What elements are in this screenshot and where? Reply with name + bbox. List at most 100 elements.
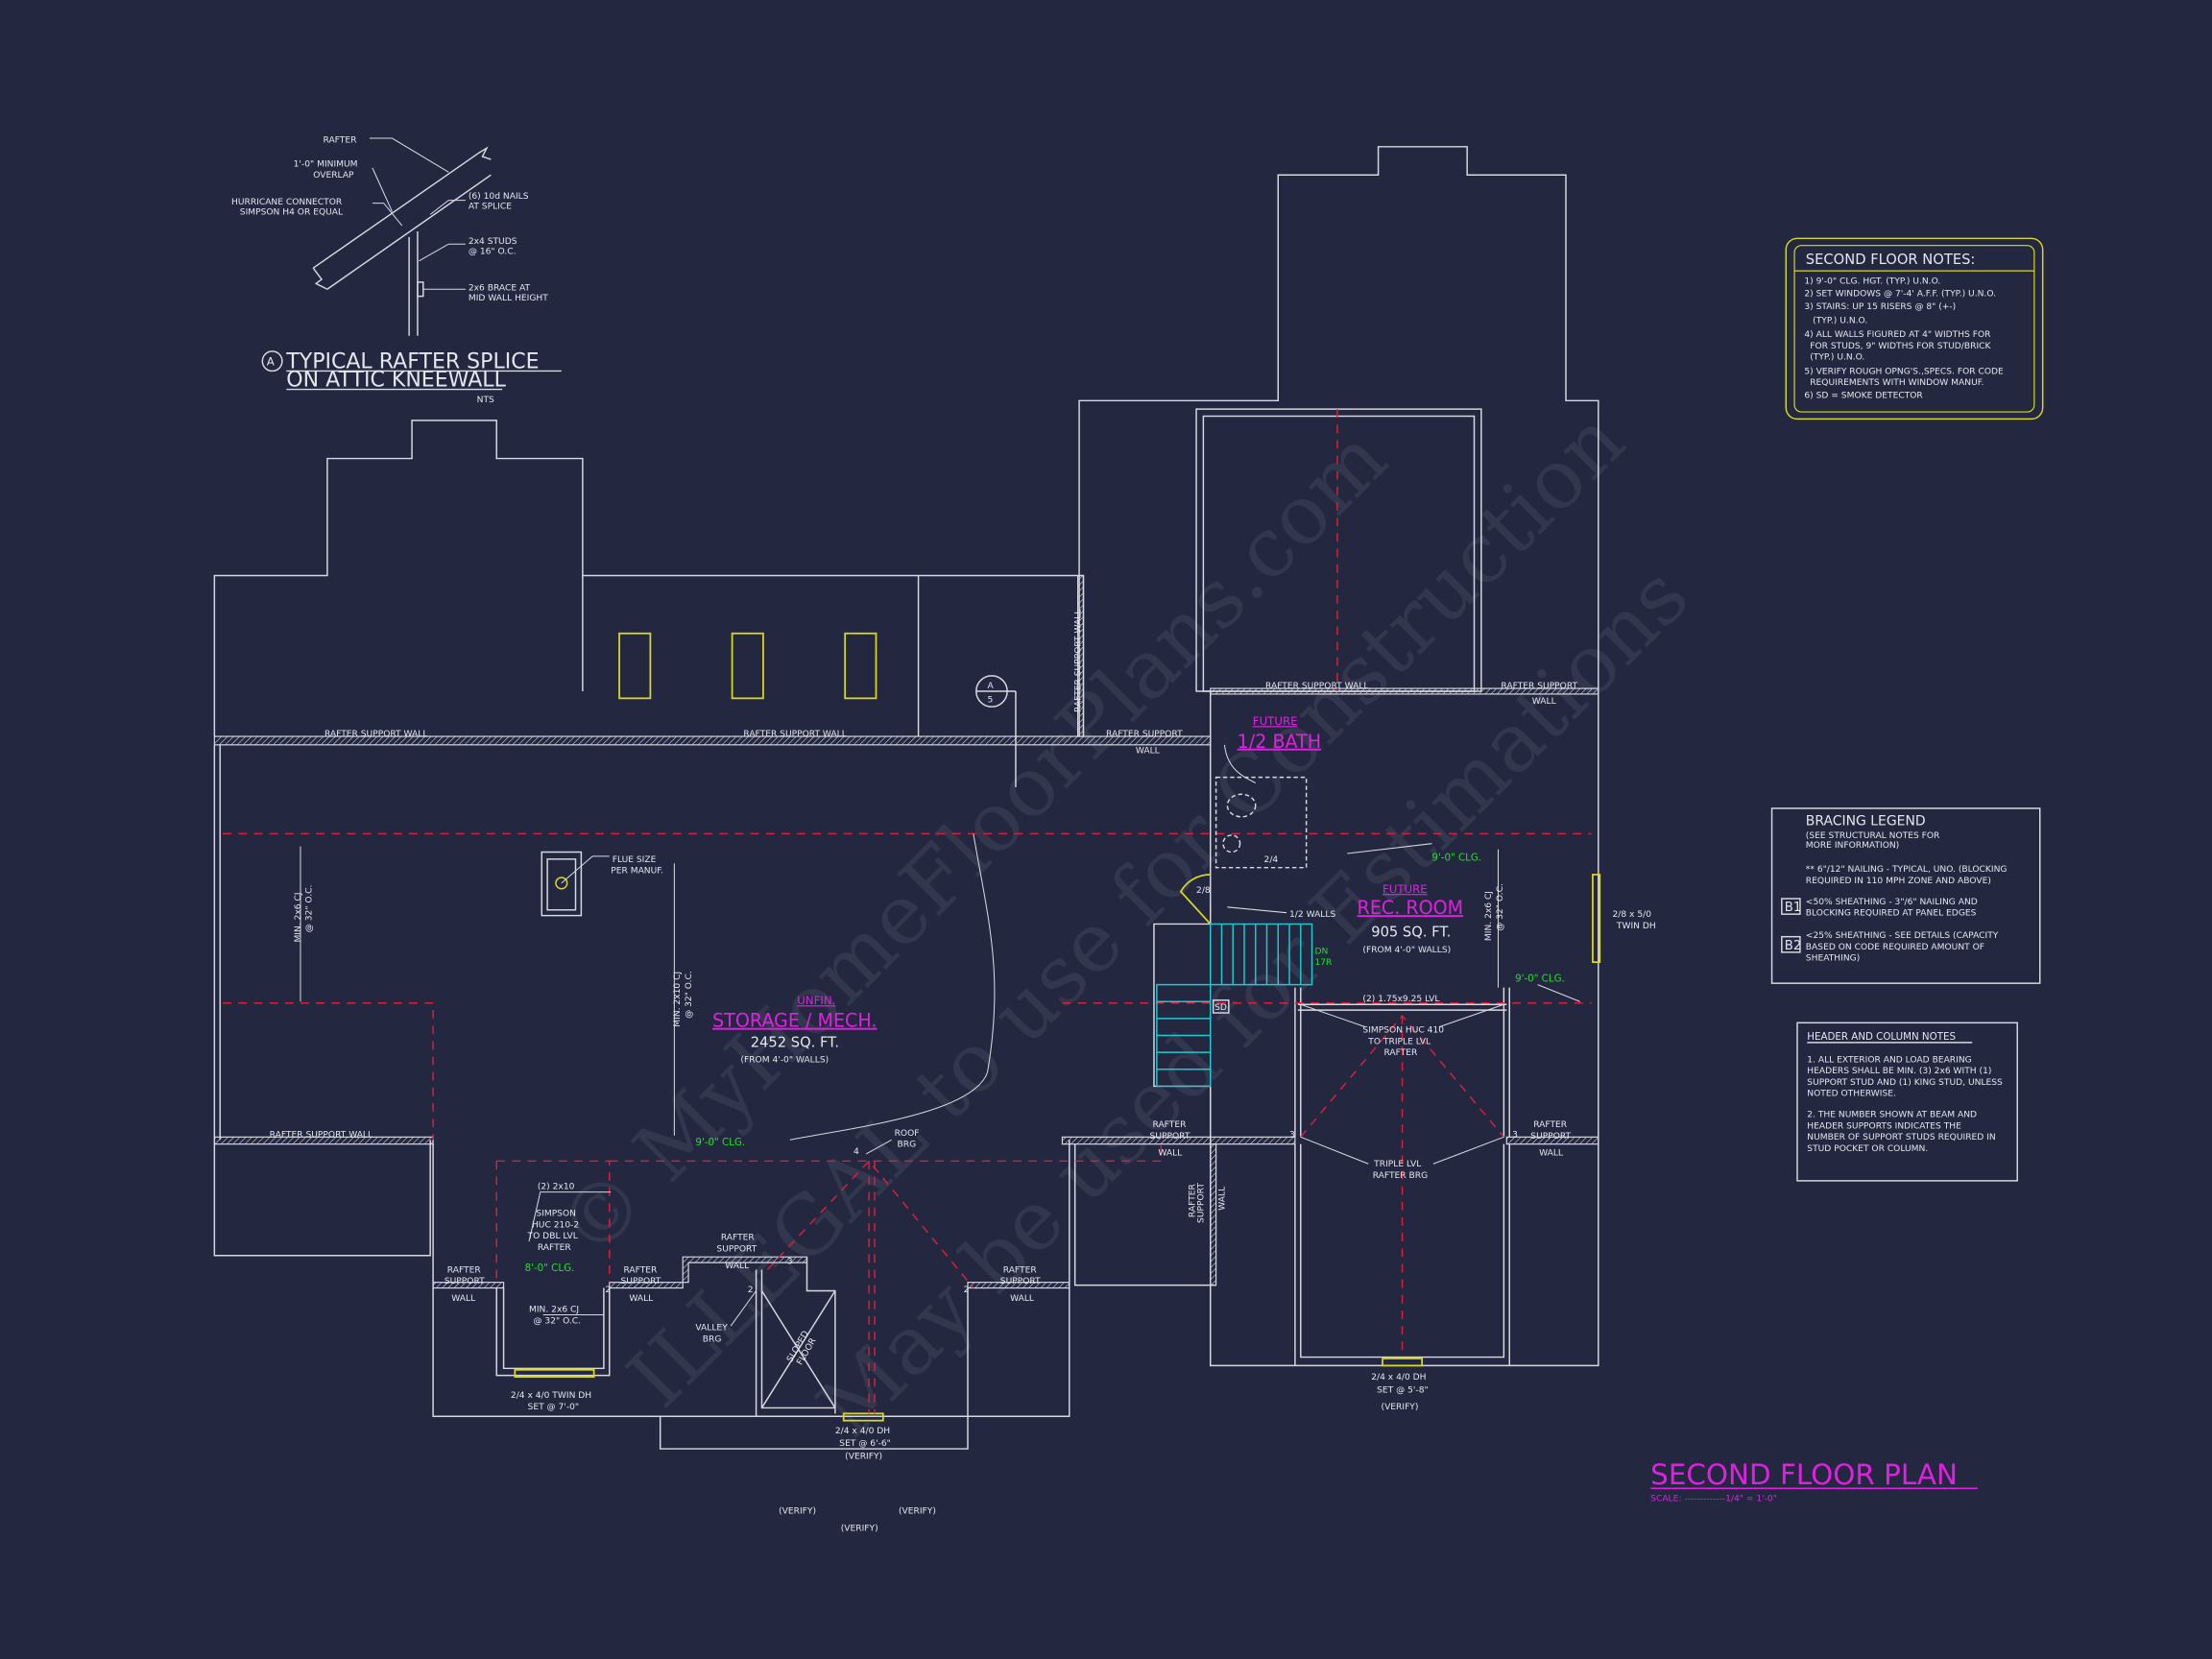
- plan-labels: RAFTER SUPPORT WALL RAFTER SUPPORT WALL …: [270, 609, 1979, 1533]
- label-rsw-6: RAFTER SUPPORT WALL: [270, 1130, 373, 1140]
- bracing-legend: BRACING LEGEND (SEE STRUCTURAL NOTES FOR…: [1770, 807, 2041, 984]
- note-line: 4) ALL WALLS FIGURED AT 4" WIDTHS FOR: [1804, 330, 1991, 340]
- label-overlap-2: OVERLAP: [313, 171, 354, 180]
- header-note-1: 1. ALL EXTERIOR AND LOAD BEARING: [1807, 1055, 1971, 1065]
- flue-label: FLUE SIZE: [613, 855, 657, 865]
- door-label-24: 2/4: [1264, 855, 1279, 865]
- rs-left-2: SUPPORT: [445, 1277, 485, 1286]
- bracing-b2-3: SHEATHING): [1806, 954, 1860, 964]
- window-right-label: 2/8 x 5/0: [1613, 910, 1652, 920]
- plan-scale: SCALE: -------------1/4" = 1'-0": [1650, 1494, 1777, 1503]
- section-tag-bottom: 5: [988, 696, 994, 706]
- stud-count-3: 3: [787, 1258, 793, 1267]
- cj-right-2: @ 32" O.C.: [1496, 883, 1505, 931]
- label-nails: (6) 10d NAILS: [469, 192, 529, 202]
- label-brace: 2x6 BRACE AT: [469, 284, 531, 294]
- label-rsw-4: RAFTER SUPPORT WALL: [1265, 682, 1369, 691]
- window-left-label-2: SET @ 7'-0": [528, 1403, 580, 1412]
- cj-mid-2: @ 32" O.C.: [685, 971, 694, 1019]
- stairs[interactable]: [1156, 923, 1313, 1088]
- triple-lvl-label: TRIPLE LVL: [1373, 1160, 1422, 1169]
- bracing-typical: ** 6"/12" NAILING - TYPICAL, UNO. (BLOCK…: [1806, 865, 2008, 875]
- huc210-label: SIMPSON: [536, 1210, 576, 1219]
- ceiling-label-rec-2: 9'-0" CLG.: [1515, 974, 1565, 985]
- rs-v-3: WALL: [1217, 1186, 1227, 1211]
- stud-count: 2: [605, 1286, 611, 1295]
- half-walls-label: 1/2 WALLS: [1289, 910, 1335, 920]
- storage-prefix: UNFIN.: [797, 994, 835, 1007]
- roof-brg-label-2: BRG: [898, 1141, 917, 1150]
- rs-d-1: RAFTER: [1533, 1120, 1568, 1130]
- storage-note: (FROM 4'-0" WALLS): [740, 1055, 829, 1065]
- storage-room-name: STORAGE / MECH.: [712, 1010, 877, 1032]
- window-mid-label: 2/4 x 4/0 DH: [835, 1427, 890, 1436]
- rec-area: 905 SQ. FT.: [1371, 925, 1451, 941]
- section-marker[interactable]: A 5: [975, 675, 1017, 787]
- bracing-b1-2: BLOCKING REQUIRED AT PANEL EDGES: [1806, 909, 1977, 919]
- rs-v-1: RAFTER: [1189, 1183, 1198, 1217]
- header-note-2-3: NUMBER OF SUPPORT STUDS REQUIRED IN: [1807, 1133, 1995, 1142]
- bracing-sub: (SEE STRUCTURAL NOTES FOR: [1806, 831, 1940, 841]
- huc210-label-3: TO DBL LVL: [527, 1232, 579, 1241]
- window-left-label: 2/4 x 4/0 TWIN DH: [511, 1391, 591, 1401]
- rs-right-1: RAFTER: [1003, 1265, 1038, 1275]
- ridge-lines: [223, 409, 1592, 1414]
- header-note-2-4: STUD POCKET OR COLUMN.: [1807, 1144, 1928, 1154]
- rec-note: (FROM 4'-0" WALLS): [1362, 946, 1451, 955]
- bracing-b1-tag: B1: [1785, 901, 1801, 915]
- huc210-label-2: HUC 210-2: [532, 1220, 579, 1230]
- window-rec-label: 2/4 x 4/0 DH: [1371, 1373, 1426, 1382]
- label-rs-5-wall: WALL: [1532, 697, 1557, 707]
- ceiling-label-storage: 9'-0" CLG.: [695, 1137, 745, 1148]
- rs-c-1: RAFTER: [1152, 1120, 1187, 1130]
- header-note-1-4: NOTED OTHERWISE.: [1807, 1090, 1896, 1099]
- notes-title: SECOND FLOOR NOTES:: [1806, 252, 1976, 268]
- label-rs-3: RAFTER SUPPORT: [1106, 730, 1183, 739]
- detail-scale: NTS: [477, 396, 494, 405]
- stud-count-7: 3: [1512, 1130, 1518, 1140]
- watermark: © MyHomeFloorPlans.com ILLEGAL to use fo…: [541, 393, 1707, 1455]
- window-right-label-2: TWIN DH: [1616, 922, 1656, 931]
- window-mid-label-3: (VERIFY): [845, 1452, 882, 1461]
- label-rs-3-wall: WALL: [1136, 747, 1161, 757]
- note-line: 2) SET WINDOWS @ 7'-4' A.F.F. (TYP.) U.N…: [1804, 290, 1996, 300]
- flue-label-2: PER MANUF.: [611, 867, 663, 877]
- rec-room-name: REC. ROOM: [1358, 897, 1464, 919]
- label-nails-2: AT SPLICE: [469, 202, 512, 211]
- cj-mid: MIN. 2x10 CJ: [673, 972, 683, 1027]
- bath-fixtures: [1214, 776, 1308, 869]
- window-rec-label-2: SET @ 5'-8": [1377, 1385, 1429, 1395]
- ceiling-label-rec: 9'-0" CLG.: [1431, 852, 1481, 863]
- stud-count-4: 2: [964, 1286, 970, 1295]
- watermark-line-1: © MyHomeFloorPlans.com: [541, 411, 1406, 1276]
- label-rafter: RAFTER: [323, 135, 357, 145]
- stair-risers-label: 17R: [1314, 958, 1333, 968]
- header-note-2: 2. THE NUMBER SHOWN AT BEAM AND: [1807, 1111, 1977, 1120]
- stair-dn-label: DN: [1314, 947, 1328, 956]
- verify-2: (VERIFY): [841, 1524, 878, 1533]
- triple-lvl-label-2: RAFTER BRG: [1373, 1171, 1428, 1181]
- rs-d-3: WALL: [1539, 1148, 1564, 1158]
- note-line: FOR STUDS, 9" WIDTHS FOR STUD/BRICK: [1810, 342, 1991, 351]
- huc410-label-3: RAFTER: [1383, 1048, 1418, 1058]
- bracing-typical-2: REQUIRED IN 110 MPH ZONE AND ABOVE): [1806, 877, 1991, 886]
- note-line: 3) STAIRS: UP 15 RISERS @ 8" (+-): [1804, 302, 1956, 312]
- label-rsw-2: RAFTER SUPPORT WALL: [743, 730, 847, 739]
- plan-walls: [213, 146, 1599, 1450]
- label-rs-5: RAFTER SUPPORT: [1501, 682, 1577, 691]
- cj-left: MIN. 2x6 CJ: [294, 892, 303, 942]
- bracing-sub-2: MORE INFORMATION): [1806, 841, 1899, 851]
- valley-label-2: BRG: [703, 1334, 722, 1344]
- cj-left-2: @ 32" O.C.: [305, 885, 315, 933]
- beam-2x10-label: (2) 2x10: [538, 1183, 575, 1192]
- bracing-b1: <50% SHEATHING - 3"/6" NAILING AND: [1806, 898, 1978, 907]
- label-connector: HURRICANE CONNECTOR: [231, 198, 343, 207]
- rs-step-2: SUPPORT: [716, 1244, 757, 1254]
- rs-step-3: WALL: [725, 1262, 750, 1271]
- ceiling-label-dormer: 8'-0" CLG.: [525, 1262, 575, 1274]
- note-line: 5) VERIFY ROUGH OPNG'S.,SPECS. FOR CODE: [1804, 367, 2004, 376]
- rs-right-3: WALL: [1010, 1294, 1035, 1304]
- bath-room-name: 1/2 BATH: [1238, 731, 1322, 753]
- rs-mid-2: SUPPORT: [621, 1277, 661, 1286]
- storage-area: 2452 SQ. FT.: [751, 1034, 839, 1050]
